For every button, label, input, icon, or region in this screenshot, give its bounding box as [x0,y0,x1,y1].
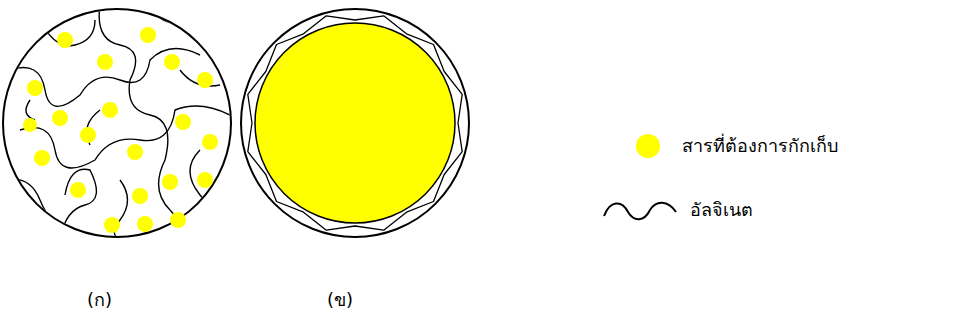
panel-label: (ข) [327,288,353,311]
core-shell-bead [241,9,469,237]
panel-label: (ก) [87,288,112,311]
matrix-bead [3,5,231,240]
core-dots [23,27,218,233]
alginate-shell [248,16,462,230]
alginate-network [5,5,230,240]
legend-text: อัลจิเนต [690,198,753,221]
legend-text: สารที่ต้องการกักเก็บ [682,134,838,157]
core [255,23,455,223]
legend-line-sample [600,198,680,222]
legend-swatch [636,134,660,158]
